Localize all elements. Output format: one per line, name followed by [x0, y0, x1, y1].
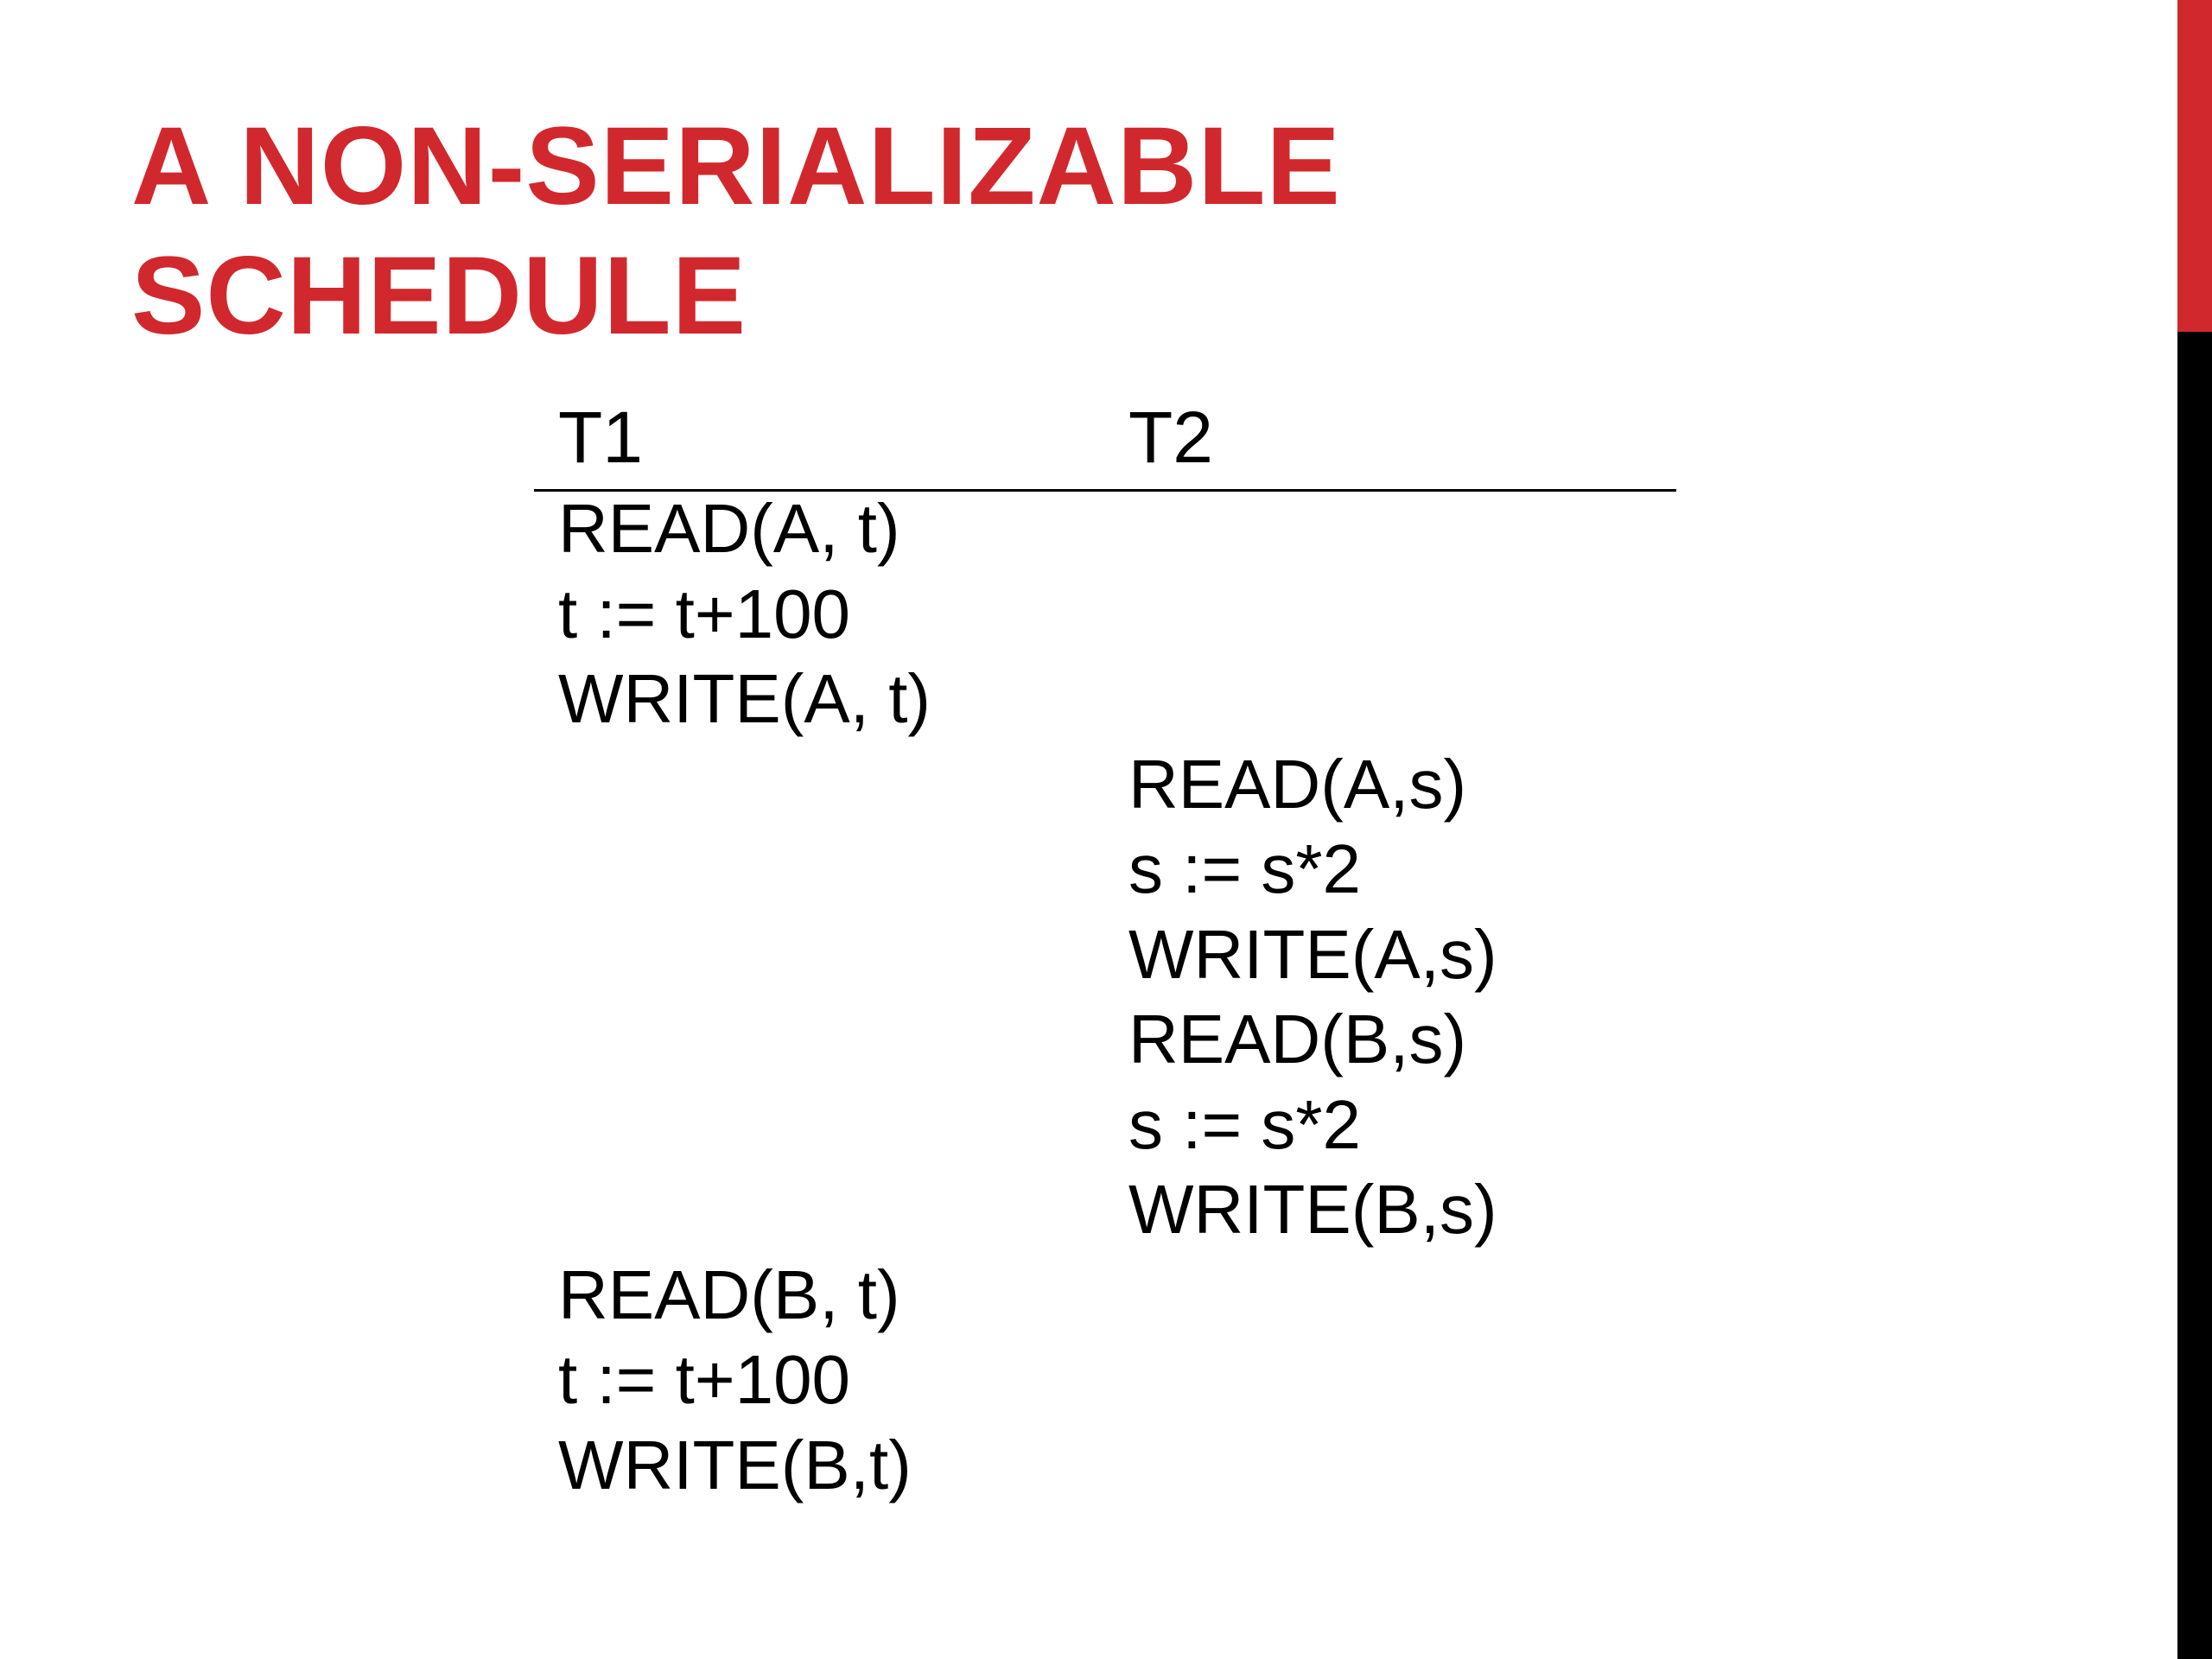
schedule-row: s := s*2 — [534, 1083, 1676, 1168]
operation-t2: s := s*2 — [1128, 830, 1362, 907]
operation-t2: s := s*2 — [1128, 1085, 1362, 1163]
right-sidebar — [2177, 0, 2212, 1659]
schedule-row: t := t+100 — [534, 1338, 1676, 1423]
slide-title-line-2: SCHEDULE — [131, 234, 747, 358]
schedule-row: READ(A, t) — [534, 486, 1676, 572]
schedule-row: WRITE(A,s) — [534, 912, 1676, 998]
schedule-row: READ(B,s) — [534, 997, 1676, 1083]
column-header-t1: T1 — [558, 397, 644, 478]
schedule-header-row: T1 T2 — [534, 394, 1676, 492]
operation-t1: t := t+100 — [558, 1341, 851, 1418]
operation-t2: READ(B,s) — [1128, 1001, 1467, 1077]
operation-t1: WRITE(A, t) — [558, 660, 931, 737]
operation-t2: WRITE(B,s) — [1128, 1171, 1497, 1248]
operation-t1: WRITE(B,t) — [558, 1426, 912, 1503]
slide-title: A NON-SERIALIZABLE SCHEDULE — [131, 102, 1341, 361]
operation-t1: READ(A, t) — [558, 490, 900, 567]
schedule-row: READ(B, t) — [534, 1253, 1676, 1338]
operation-t1: READ(B, t) — [558, 1255, 900, 1333]
slide-title-line-1: A NON-SERIALIZABLE — [131, 105, 1341, 228]
schedule-row: t := t+100 — [534, 572, 1676, 658]
operation-t2: WRITE(A,s) — [1128, 915, 1497, 993]
schedule-row: WRITE(A, t) — [534, 657, 1676, 742]
schedule-row: WRITE(B,t) — [534, 1423, 1676, 1509]
column-header-t2: T2 — [1128, 397, 1214, 478]
operation-t2: READ(A,s) — [1128, 745, 1467, 823]
schedule-row: s := s*2 — [534, 827, 1676, 912]
schedule-row: READ(A,s) — [534, 742, 1676, 828]
operation-t1: t := t+100 — [558, 575, 851, 652]
sidebar-accent — [2177, 0, 2212, 332]
schedule-row: WRITE(B,s) — [534, 1167, 1676, 1253]
